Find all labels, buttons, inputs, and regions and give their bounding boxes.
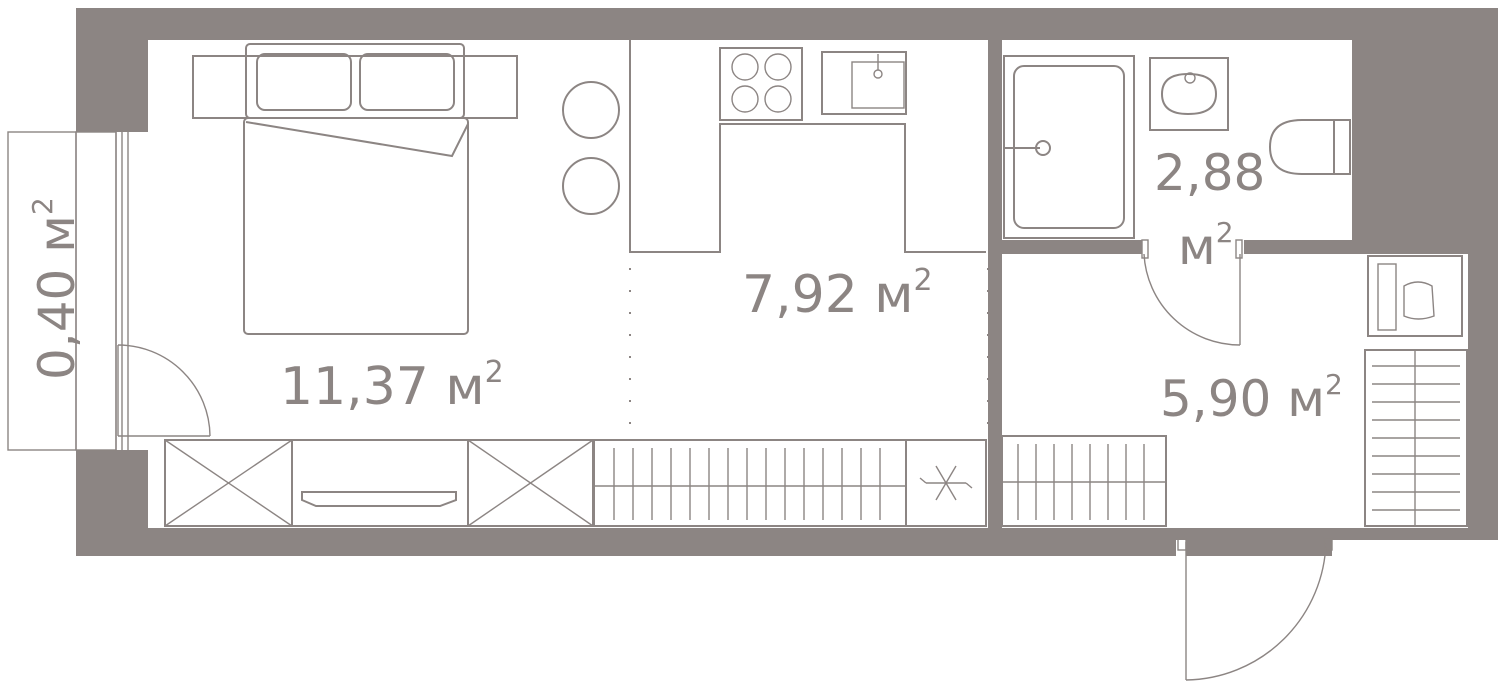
chair-icon	[1367, 255, 1463, 337]
hall-wall	[988, 438, 1002, 528]
bathroom-area-label: 2,88	[1154, 144, 1265, 202]
balcony-area-label: 0,40 м2	[26, 197, 86, 380]
walls	[76, 8, 1498, 556]
fridge-icon	[905, 439, 987, 527]
bathroom-area-unit: м2	[1178, 216, 1234, 276]
shower-icon	[1003, 55, 1135, 239]
shoe-rack-icon	[1001, 435, 1167, 527]
toilet-icon	[1268, 119, 1351, 175]
bathroom-wall	[988, 40, 1002, 252]
balcony	[7, 131, 77, 451]
stool-icon	[562, 81, 620, 139]
hall-wardrobe-icon	[1364, 349, 1468, 527]
room-area-label: 11,37 м2	[280, 355, 504, 417]
pillow-icon	[256, 53, 352, 111]
outer-wall	[76, 8, 1498, 556]
bed-icon	[192, 43, 518, 335]
entrance-door-icon	[1177, 537, 1333, 681]
kitchen-area-label: 7,92 м2	[742, 263, 933, 325]
pillow-icon	[359, 53, 455, 111]
kitchen-cabinets	[593, 439, 987, 527]
sink-icon	[821, 51, 907, 115]
bathroom-door-icon	[1141, 239, 1243, 346]
snowflake-icon	[919, 465, 973, 501]
balcony-door-icon	[117, 344, 211, 437]
washbasin-icon	[1149, 57, 1229, 131]
wardrobe-icon	[164, 439, 594, 527]
hall-area-label: 5,90 м2	[1160, 368, 1343, 428]
bathroom-wall-bottom	[988, 240, 1142, 254]
window-opening	[76, 132, 148, 450]
kitchen-counter	[629, 40, 986, 253]
drawer-handle	[301, 491, 457, 507]
stool-icon	[562, 157, 620, 215]
stove-icon	[719, 47, 803, 121]
